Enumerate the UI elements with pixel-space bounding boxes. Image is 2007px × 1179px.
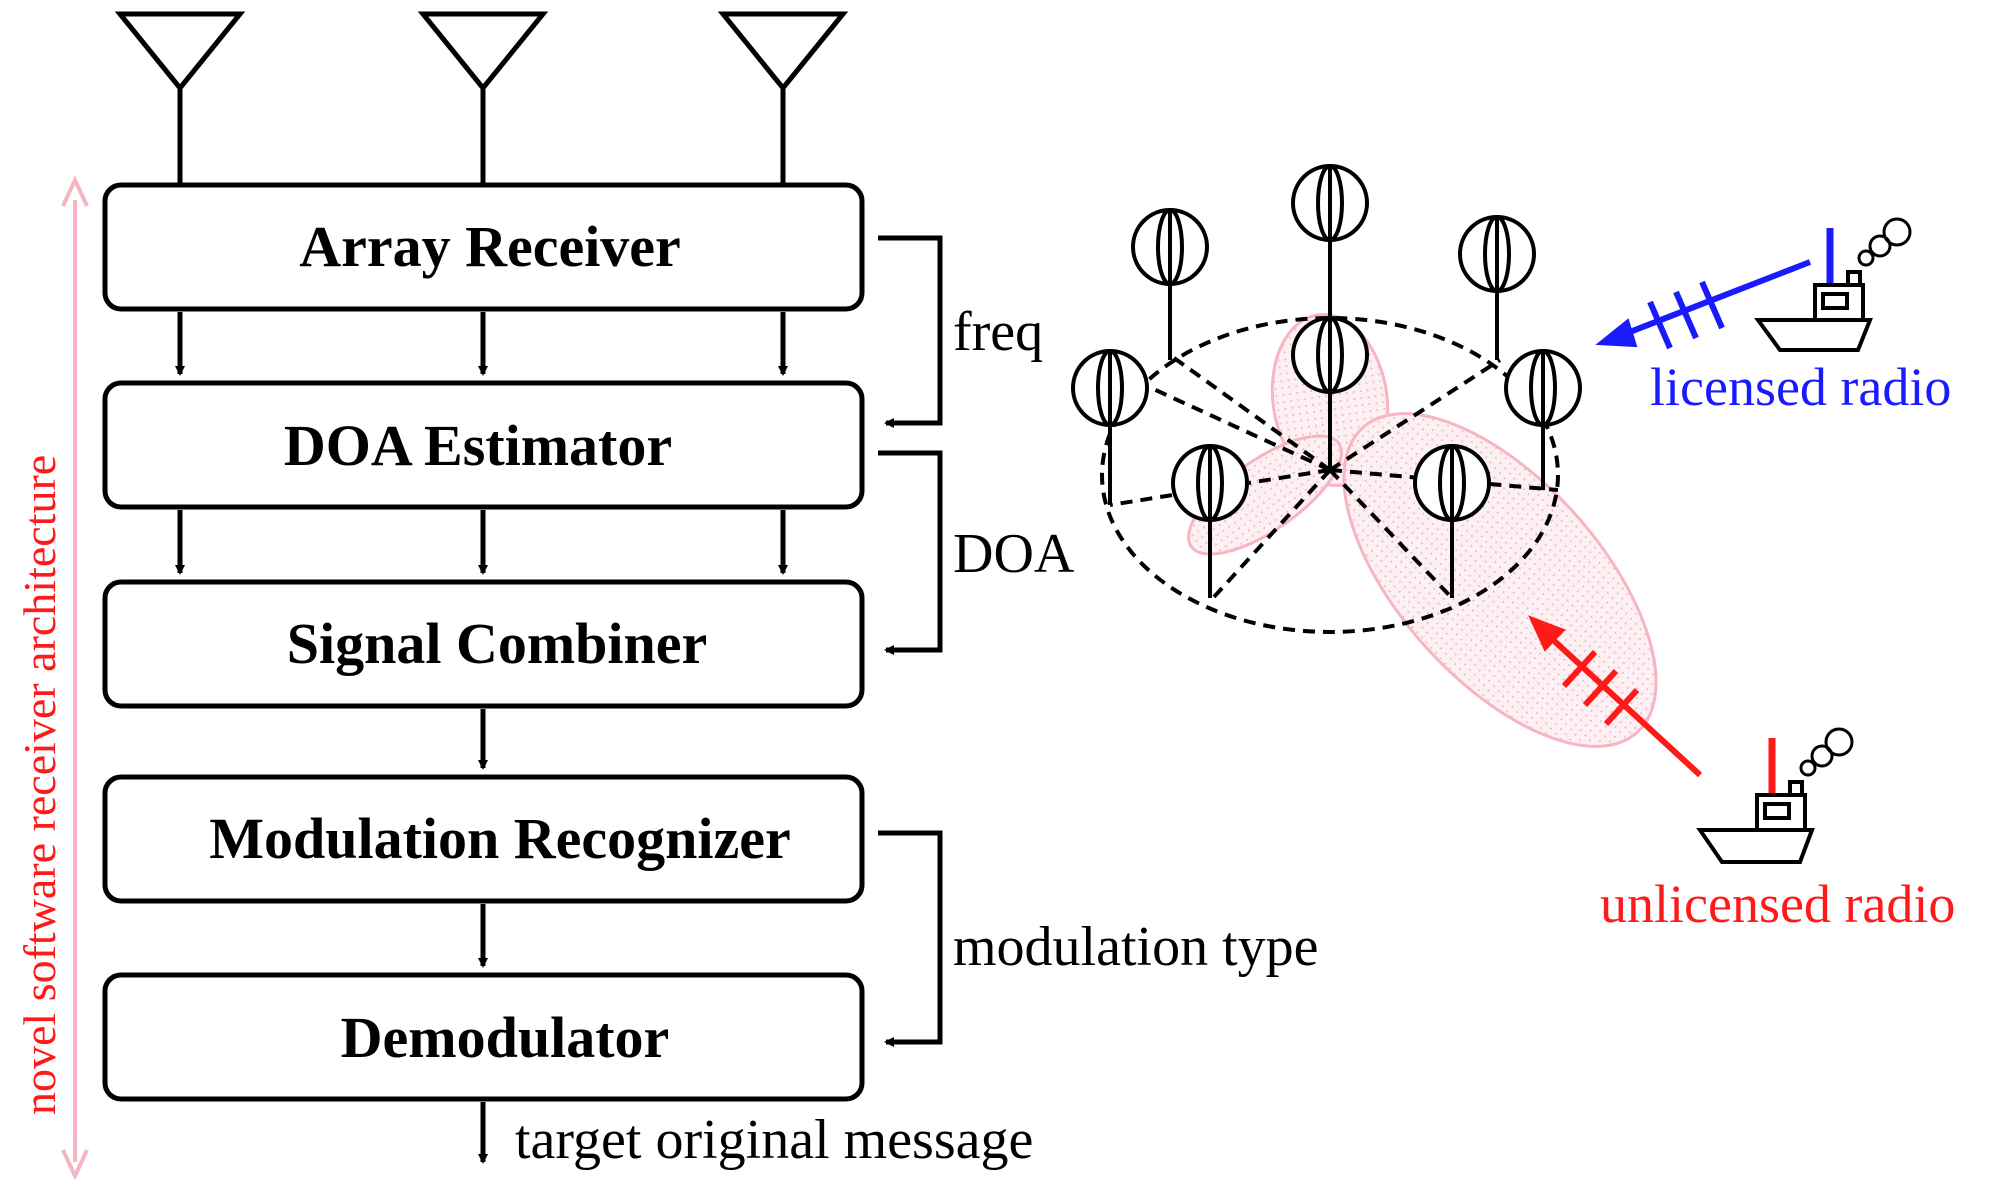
doa-label: DOA <box>953 523 1075 585</box>
flow-arrows <box>175 312 788 1164</box>
balloon-antenna-icon <box>1131 208 1209 360</box>
balloon-antenna-icon <box>1291 164 1369 320</box>
array-receiver-block: Array Receiver <box>102 182 865 312</box>
balloon-antenna-icon <box>1171 444 1249 598</box>
modulation-type-label: modulation type <box>953 916 1319 978</box>
beam-pattern <box>1187 312 1658 748</box>
array-layout <box>1100 316 1560 634</box>
balloon-antenna-icon <box>1291 316 1369 470</box>
antenna-icon <box>417 11 549 183</box>
licensed-signal-arrow <box>1595 259 1812 350</box>
balloon-antenna-icon <box>1071 349 1149 505</box>
balloon-antenna-icon <box>1458 215 1536 360</box>
ship-icon <box>1696 727 1854 864</box>
freq-label: freq <box>953 301 1043 363</box>
signal-combiner-block: Signal Combiner <box>102 579 865 709</box>
balloon-antenna-icon <box>1504 349 1582 490</box>
unlicensed-radio-label: unlicensed radio <box>1600 874 1955 934</box>
feedback-connectors <box>878 235 943 1047</box>
array-receiver-label: Array Receiver <box>299 214 681 279</box>
balloon-antennas <box>1071 164 1582 598</box>
demodulator-block: Demodulator <box>102 972 865 1102</box>
antenna-icon <box>717 11 849 183</box>
doa-connector <box>878 450 943 655</box>
architecture-span-arrow <box>61 175 89 1179</box>
modulation-recognizer-label: Modulation Recognizer <box>209 806 791 871</box>
architecture-label: novel software receiver architecture <box>14 455 65 1115</box>
modulation-recognizer-block: Modulation Recognizer <box>102 774 865 904</box>
demodulator-label: Demodulator <box>341 1005 670 1070</box>
balloon-antenna-icon <box>1413 444 1491 598</box>
licensed-radio-label: licensed radio <box>1650 357 1951 417</box>
ship-icon <box>1754 217 1912 352</box>
antenna-icon <box>114 11 246 183</box>
doa-estimator-block: DOA Estimator <box>102 380 865 510</box>
unlicensed-signal-arrow <box>1528 615 1703 778</box>
modulation-type-connector <box>878 830 943 1047</box>
output-label: target original message <box>515 1109 1033 1171</box>
signal-combiner-label: Signal Combiner <box>287 611 708 676</box>
freq-connector <box>878 235 943 428</box>
doa-estimator-label: DOA Estimator <box>284 413 672 478</box>
